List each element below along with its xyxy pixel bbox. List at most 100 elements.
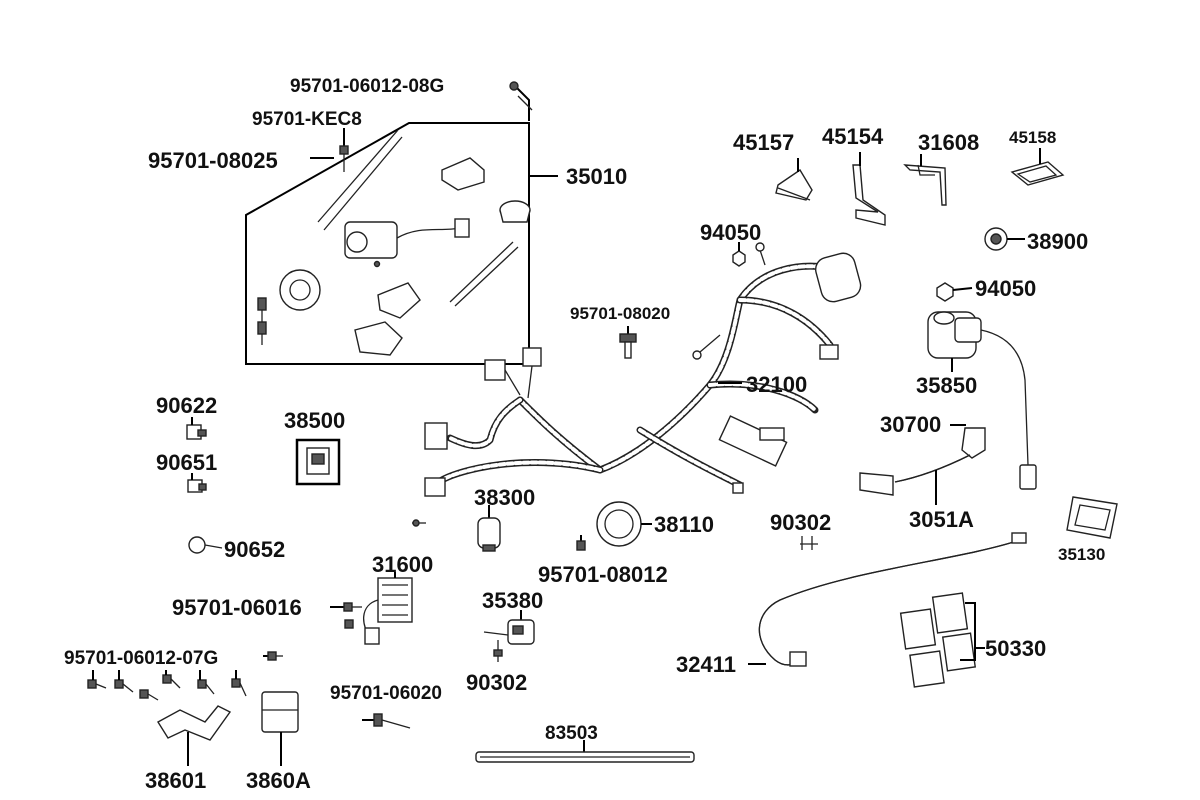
regulator-group: [330, 572, 413, 645]
bracket-45157: [775, 169, 813, 201]
brackets-group: [775, 148, 1065, 226]
clips-group: [186, 417, 223, 554]
harness-connector-b: [522, 347, 542, 367]
bolt-06012-07G: [267, 651, 277, 661]
clip-90652: [188, 536, 206, 554]
plug-cap-group: [859, 424, 986, 505]
label-45154: 45154: [822, 124, 884, 149]
label-95701-08025: 95701-08025: [148, 148, 278, 173]
cap-group: [732, 227, 1025, 302]
part-35380-group: [483, 610, 535, 662]
plate-35130: [1066, 496, 1118, 539]
bolt-06016: [343, 602, 353, 612]
clip-90302b: [493, 649, 503, 657]
key-cover-base: [499, 209, 531, 223]
bracket-31608: [903, 164, 947, 206]
bolt-08020-group: [619, 326, 637, 359]
label-95701-06012-07G: 95701-06012-07G: [64, 648, 218, 669]
ignition-connector: [454, 218, 470, 238]
bolt-06012-08G: [509, 81, 519, 91]
label-95701-06016: 95701-06016: [172, 595, 302, 620]
label-35130: 35130: [1058, 545, 1105, 564]
bracket-45154: [852, 164, 886, 226]
harness-connector-e: [819, 344, 839, 360]
plug-connector-3051A: [859, 472, 894, 496]
harness-fuse: [759, 427, 785, 441]
label-35010: 35010: [566, 164, 627, 189]
harness-connector-a: [484, 359, 506, 381]
ignition-coil-group: [927, 311, 1037, 490]
bolt-row: [87, 670, 247, 701]
seat-cable-2: [323, 136, 403, 231]
wire-harness-32100: [424, 242, 862, 497]
seat-latch: [441, 157, 485, 191]
label-50330: 50330: [985, 636, 1046, 661]
label-94050-a: 94050: [700, 220, 761, 245]
clip-90302a-group: [800, 536, 818, 550]
key-2: [257, 321, 267, 335]
pad-2: [931, 592, 969, 634]
kit-outline: [245, 122, 530, 365]
harness-connector-c: [424, 422, 448, 450]
part-35130-group: [1066, 496, 1118, 539]
harness-fuse-block: [718, 415, 788, 467]
lock-cable-2: [454, 246, 519, 307]
label-30700: 30700: [880, 412, 941, 437]
label-90652: 90652: [224, 537, 285, 562]
lock-disc: [279, 269, 321, 311]
horn-group: [576, 501, 652, 551]
bottom-left-group: [87, 651, 411, 766]
part-38300-group: [412, 505, 501, 552]
ignition-wire: [396, 227, 461, 239]
bolt-08012: [576, 540, 586, 551]
label-90622: 90622: [156, 393, 217, 418]
key-1: [257, 297, 267, 311]
label-90302-b: 90302: [466, 670, 527, 695]
ignition-key-slot: [346, 231, 368, 253]
label-32411: 32411: [676, 652, 736, 677]
label-32100: 32100: [746, 372, 807, 397]
label-94050-b: 94050: [975, 276, 1036, 301]
label-95701-08012: 95701-08012: [538, 562, 668, 587]
pad-4: [941, 632, 977, 672]
part-labels: 95701-06012-08G 95701-KEC8 95701-08025 3…: [64, 76, 1105, 793]
label-3051A: 3051A: [909, 507, 974, 532]
flasher-38300: [477, 517, 501, 549]
bolt-KEC8: [339, 145, 349, 155]
label-35850: 35850: [916, 373, 977, 398]
label-38601: 38601: [145, 768, 206, 793]
pad-1: [899, 608, 937, 650]
label-83503: 83503: [545, 723, 598, 744]
tank-lock: [377, 282, 421, 319]
bracket-38601: [157, 705, 232, 741]
label-35380: 35380: [482, 588, 543, 613]
label-90302-a: 90302: [770, 510, 831, 535]
label-95701-06020: 95701-06020: [330, 683, 442, 704]
horn-38110: [596, 501, 642, 547]
coil-connector: [1019, 464, 1037, 490]
nut-94050b: [936, 282, 954, 302]
bolt-08020: [619, 333, 637, 343]
label-31600: 31600: [372, 552, 433, 577]
cable-end-b: [789, 651, 807, 667]
label-38900: 38900: [1027, 229, 1088, 254]
cdi-3860A: [261, 691, 299, 733]
pads-group: [899, 592, 985, 688]
label-38300: 38300: [474, 485, 535, 510]
regulator-connector: [364, 627, 380, 645]
seat-cable: [317, 129, 399, 223]
seat-lock: [354, 321, 403, 356]
harness-connector-d: [424, 477, 446, 497]
plug-cap-30700: [961, 427, 986, 459]
relay-38500-group: [295, 438, 341, 486]
bolt-06012-08G-leader: [514, 85, 530, 121]
nut-94050a: [732, 250, 746, 267]
relay-38500-frame: [295, 438, 341, 486]
ignition-kit-group: [245, 81, 558, 365]
bolt-06020: [373, 713, 383, 727]
label-95701-08020: 95701-08020: [570, 304, 670, 323]
harness-relay: [814, 252, 862, 303]
label-3860A: 3860A: [246, 768, 311, 793]
